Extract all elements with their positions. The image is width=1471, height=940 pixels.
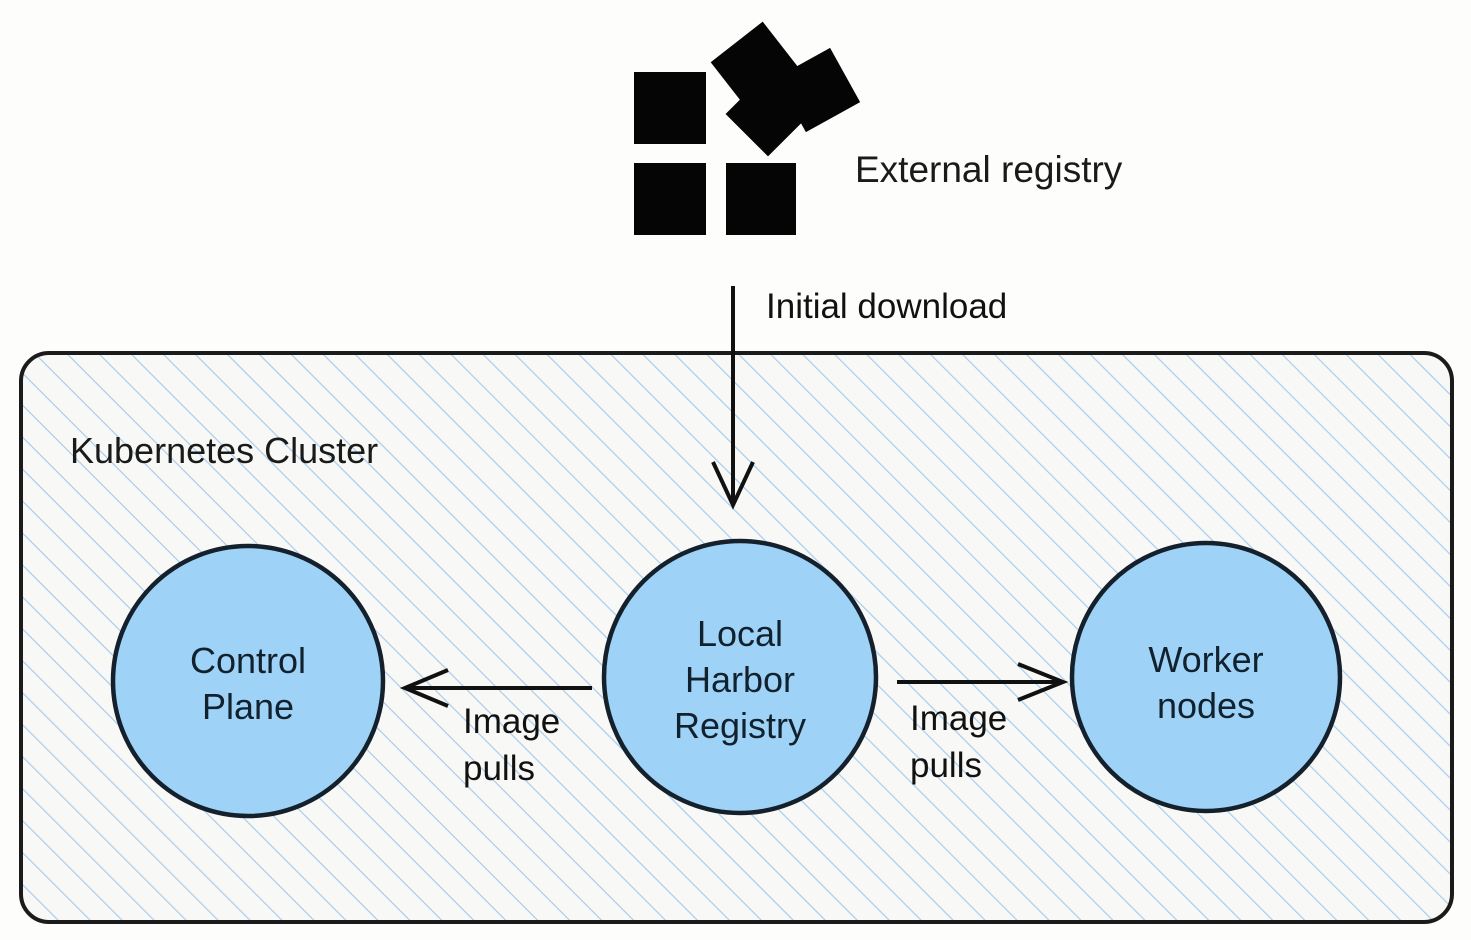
icon-square-bottom-right xyxy=(726,163,796,235)
worker-nodes-circle[interactable] xyxy=(1069,540,1343,814)
registry-blocks-icon xyxy=(634,21,861,235)
image-pulls-left-arrowhead xyxy=(399,668,449,708)
external-registry-label: External registry xyxy=(855,149,1123,190)
control-plane-label-line-1: Control xyxy=(190,640,306,681)
image-pulls-left-label-line-1: Image xyxy=(463,702,560,741)
edge-image-pulls-worker-nodes: Image pulls xyxy=(897,662,1069,785)
local-harbor-registry-label-line-3: Registry xyxy=(674,705,806,746)
image-pulls-right-label-line-2: pulls xyxy=(910,746,982,785)
edge-initial-download: Initial download xyxy=(711,286,1007,510)
icon-diamond-center xyxy=(725,71,811,157)
control-plane-circle[interactable] xyxy=(110,543,386,819)
local-harbor-registry-circle[interactable] xyxy=(601,538,879,816)
initial-download-label: Initial download xyxy=(766,287,1007,326)
node-local-harbor-registry[interactable]: Local Harbor Registry xyxy=(601,538,879,816)
node-worker-nodes[interactable]: Worker nodes xyxy=(1069,540,1343,814)
worker-nodes-label-line-1: Worker xyxy=(1148,639,1263,680)
image-pulls-right-arrowhead xyxy=(1017,662,1069,702)
image-pulls-right-label-line-1: Image xyxy=(910,699,1007,738)
edge-image-pulls-control-plane: Image pulls xyxy=(399,668,592,788)
node-control-plane[interactable]: Control Plane xyxy=(110,543,386,819)
cluster-label: Kubernetes Cluster xyxy=(70,430,378,471)
control-plane-label-line-2: Plane xyxy=(202,686,294,727)
image-pulls-left-label-line-2: pulls xyxy=(463,749,535,788)
icon-square-bottom-left xyxy=(634,163,706,235)
local-harbor-registry-label-line-1: Local xyxy=(697,613,783,654)
icon-square-top-left xyxy=(634,72,706,144)
worker-nodes-label-line-2: nodes xyxy=(1157,685,1255,726)
local-harbor-registry-label-line-2: Harbor xyxy=(685,659,795,700)
initial-download-arrowhead xyxy=(711,461,755,510)
cluster-border xyxy=(19,351,1454,924)
